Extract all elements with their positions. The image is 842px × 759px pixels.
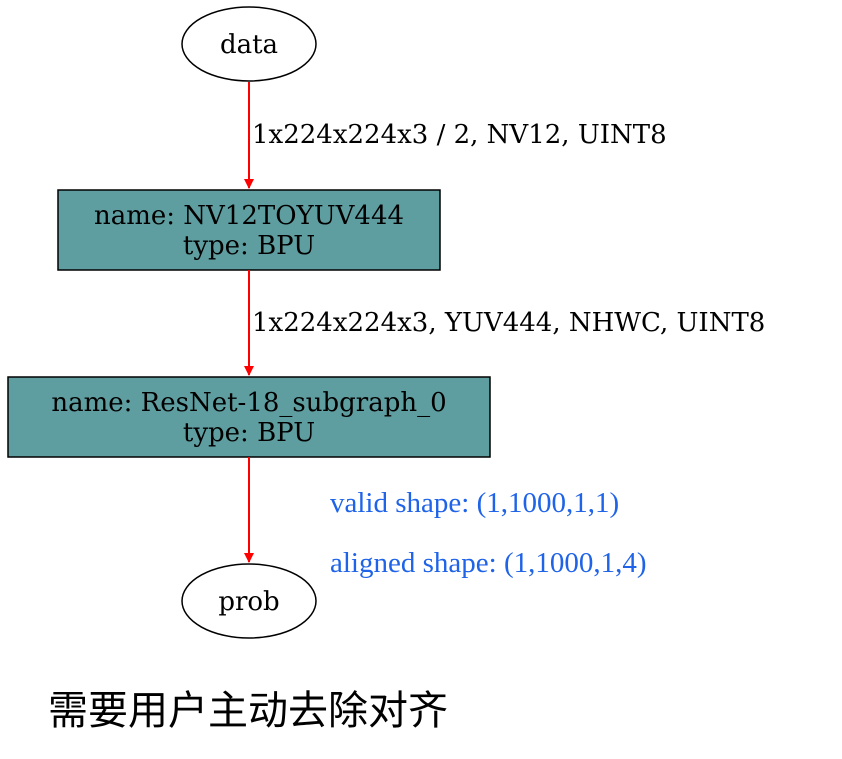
node-nv12toyuv444: name: NV12TOYUV444 type: BPU [57,189,441,271]
edge-nv12-to-resnet: 1x224x224x3, YUV444, NHWC, UINT8 [244,270,765,376]
node-resnet-name: name: ResNet-18_subgraph_0 [51,388,446,418]
caption-text: 需要用户主动去除对齐 [48,688,448,734]
node-data: data [181,6,317,82]
edge-data-to-nv12: 1x224x224x3 / 2, NV12, UINT8 [244,82,667,189]
node-nv12-name: name: NV12TOYUV444 [94,201,404,231]
valid-shape-note: valid shape: (1,1000,1,1) [330,487,619,519]
node-data-label: data [220,30,278,60]
aligned-shape-note: aligned shape: (1,1000,1,4) [330,547,647,579]
node-prob-label: prob [218,587,279,617]
edge-label-data-to-nv12: 1x224x224x3 / 2, NV12, UINT8 [252,120,667,150]
node-nv12-type: type: BPU [183,231,315,261]
node-resnet-type: type: BPU [183,418,315,448]
node-resnet-18-subgraph: name: ResNet-18_subgraph_0 type: BPU [7,376,491,458]
node-prob: prob [181,563,317,639]
edge-label-nv12-to-resnet: 1x224x224x3, YUV444, NHWC, UINT8 [252,308,765,338]
